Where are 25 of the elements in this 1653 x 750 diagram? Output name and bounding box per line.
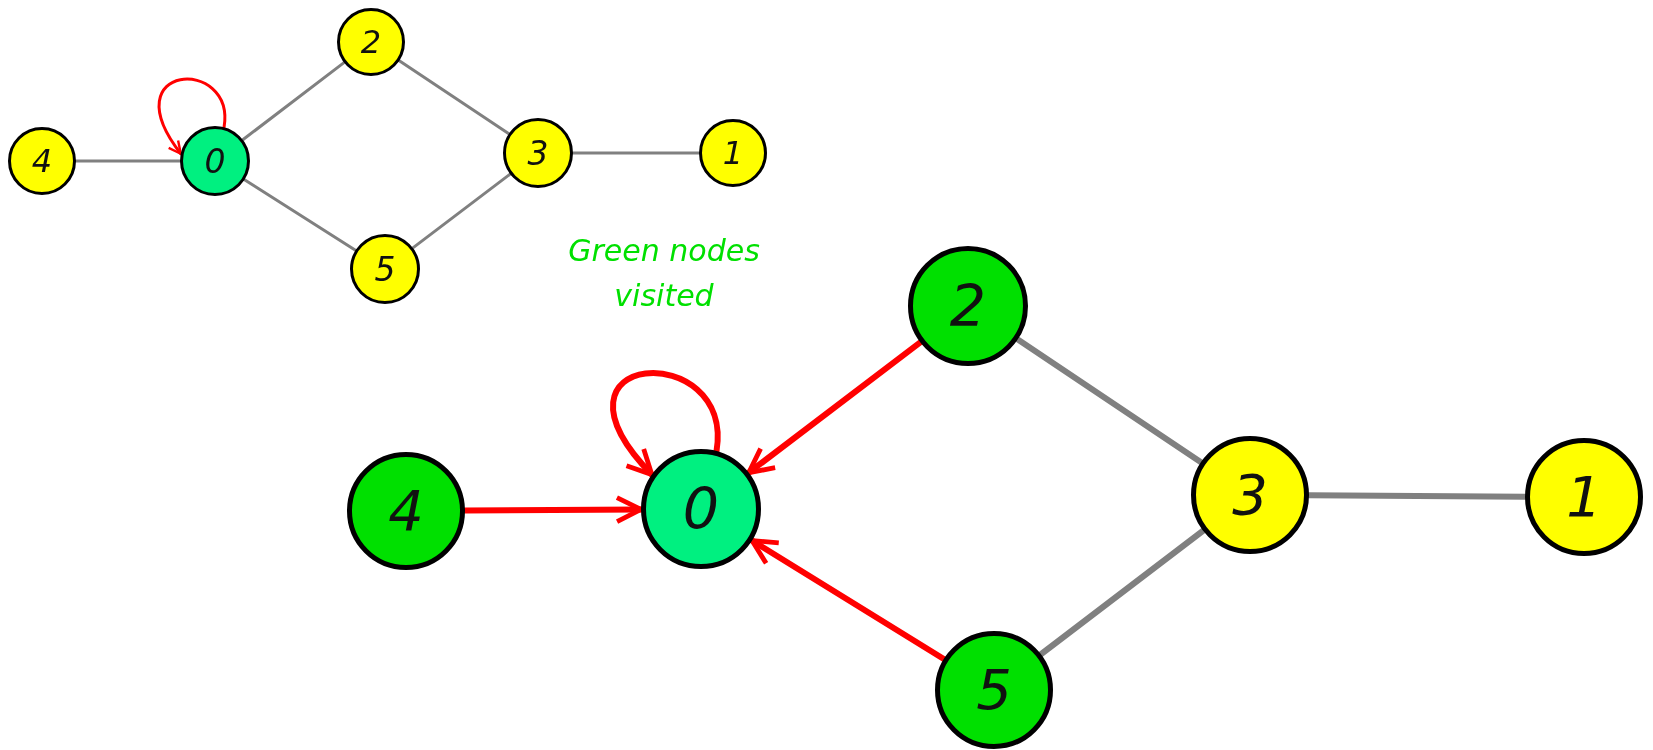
node-number: 3 [527,136,549,170]
node-number: 3 [1232,467,1268,523]
edge-line [1037,527,1207,658]
edge-line [241,61,346,142]
edge-line [1014,336,1204,466]
edge-line [397,59,511,136]
edge-line [74,159,182,163]
node-number: 2 [360,26,382,58]
arrow [745,339,924,476]
node-number: 5 [976,662,1012,718]
node-number: 0 [682,480,720,538]
node-number: 1 [1566,469,1602,525]
node-number: 5 [374,252,396,286]
edge-line [411,172,512,250]
edge-line [243,178,357,252]
node-number: 4 [31,145,53,177]
annotation-text: Green nodes visited [567,232,761,315]
node-number: 2 [949,277,987,335]
self-loop-arrow [157,77,226,156]
node-number: 4 [388,483,424,539]
node-number: 1 [722,137,744,169]
node-number: 0 [204,144,226,178]
edge-line [571,151,701,155]
self-loop-arrow [610,370,720,478]
arrow [749,537,947,662]
